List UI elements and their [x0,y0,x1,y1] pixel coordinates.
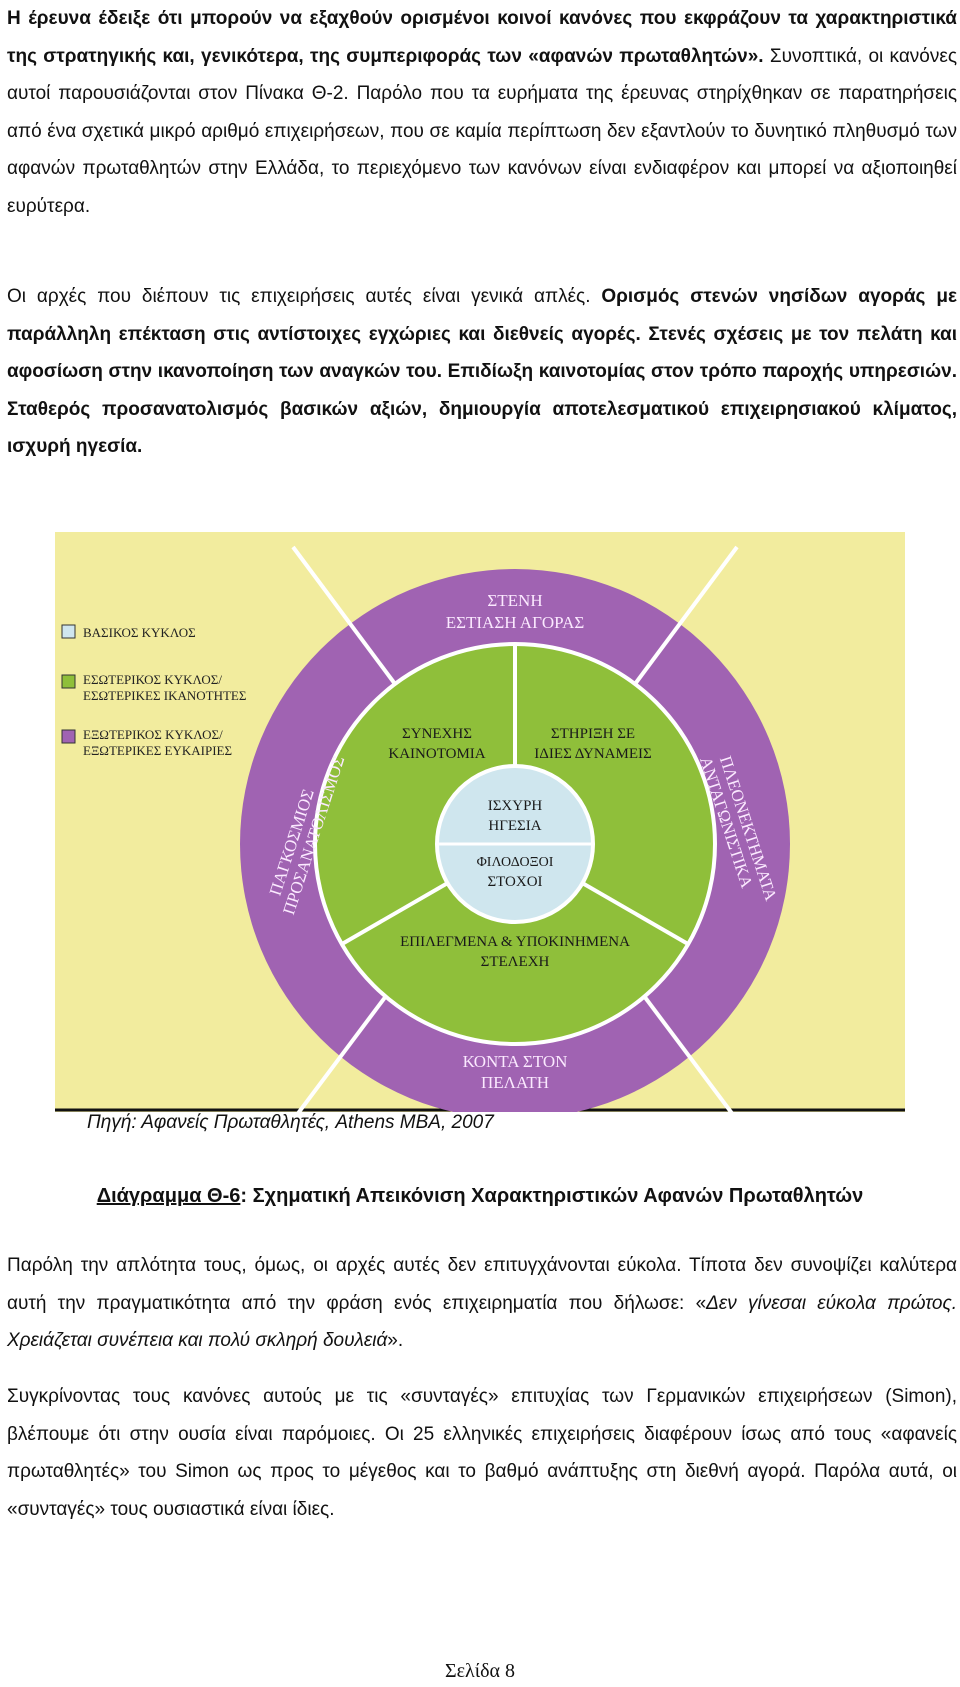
figure-caption: Διάγραμμα Θ-6: Σχηματική Απεικόνιση Χαρα… [0,1185,960,1208]
outer-divider-top-right [633,545,739,686]
legend-label-outer-2: ΕΞΩΤΕΡΙΚΕΣ ΕΥΚΑΙΡΙΕΣ [83,743,232,758]
core-label-bottom-1: ΦΙΛΟΔΟΞΟΙ [477,855,554,870]
middle-label-bottom-1: ΕΠΙΛΕΓΜΕΝΑ & ΥΠΟΚΙΝΗΜΕΝΑ [400,934,630,950]
outer-label-bottom-1: ΚΟΝΤΑ ΣΤΟΝ [463,1052,568,1071]
core-label-bottom-2: ΣΤΟΧΟΙ [487,874,542,890]
intro-paragraph: Η έρευνα έδειξε ότι μπορούν να εξαχθούν … [7,0,957,225]
legend-label-outer-1: ΕΞΩΤΕΡΙΚΟΣ ΚΥΚΛΟΣ/ [83,727,223,742]
middle-label-bottom-2: ΣΤΕΛΕΧΗ [481,954,550,970]
page-number: Σελίδα 8 [444,1660,516,1682]
simplicity-quote: Δεν γίνεσαι εύκολα πρώτος. Χρειάζεται συ… [7,1292,957,1352]
outer-label-bottom-2: ΠΕΛΑΤΗ [481,1073,549,1092]
caption-text: : Σχηματική Απεικόνιση Χαρακτηριστικών Α… [240,1185,864,1207]
legend-label-inner-1: ΕΣΩΤΕΡΙΚΟΣ ΚΥΚΛΟΣ/ [83,672,222,687]
core-label-top-1: ΙΣΧΥΡΗ [488,798,543,814]
simplicity-end: ». [387,1330,404,1351]
legend-swatch-outer [61,729,76,744]
legend-label-basic: ΒΑΣΙΚΟΣ ΚΥΚΛΟΣ [83,625,196,640]
middle-label-left-2: ΚΑΙΝΟΤΟΜΙΑ [388,746,485,762]
principles-lead: Οι αρχές που διέπουν τις επιχειρήσεις αυ… [7,286,591,307]
simplicity-paragraph: Παρόλη την απλότητα τους, όμως, οι αρχές… [7,1247,957,1360]
legend-label-inner-2: ΕΣΩΤΕΡΙΚΕΣ ΙΚΑΝΟΤΗΤΕΣ [83,688,246,703]
outer-divider-bottom-left [296,982,397,1112]
principles-paragraph: Οι αρχές που διέπουν τις επιχειρήσεις αυ… [7,278,957,466]
core-label-top-2: ΗΓΕΣΙΑ [488,818,541,834]
intro-lead: Η έρευνα έδειξε ότι μπορούν να εξαχθούν … [7,8,957,67]
principles-list: Ορισμός στενών νησίδων αγοράς με παράλλη… [7,286,957,457]
intro-body: Συνοπτικά, οι κανόνες αυτοί παρουσιάζοντ… [7,45,957,217]
outer-divider-bottom-right [633,982,734,1112]
champions-diagram: ΒΑΣΙΚΟΣ ΚΥΚΛΟΣ ΕΣΩΤΕΡΙΚΟΣ ΚΥΚΛΟΣ/ ΕΣΩΤΕΡ… [55,532,905,1112]
middle-label-left-1: ΣΥΝΕΧΗΣ [402,726,472,742]
figure-source: Πηγή: Αφανείς Πρωταθλητές, Athens MBA, 2… [87,1112,494,1133]
caption-label: Διάγραμμα Θ-6 [96,1185,241,1207]
outer-label-top-2: ΕΣΤΙΑΣΗ ΑΓΟΡΑΣ [446,613,585,632]
outer-divider-top-left [291,545,397,686]
legend-swatch-inner [61,674,76,689]
comparison-paragraph: Συγκρίνοντας τους κανόνες αυτούς με τις … [7,1386,957,1520]
middle-label-right-2: ΙΔΙΕΣ ΔΥΝΑΜΕΙΣ [534,746,651,762]
simplicity-text: Παρόλη την απλότητα τους, όμως, οι αρχές… [7,1255,957,1314]
middle-label-right-1: ΣΤΗΡΙΞΗ ΣΕ [551,726,635,742]
legend-swatch-basic [61,624,76,639]
outer-label-top-1: ΣΤΕΝΗ [487,591,542,610]
